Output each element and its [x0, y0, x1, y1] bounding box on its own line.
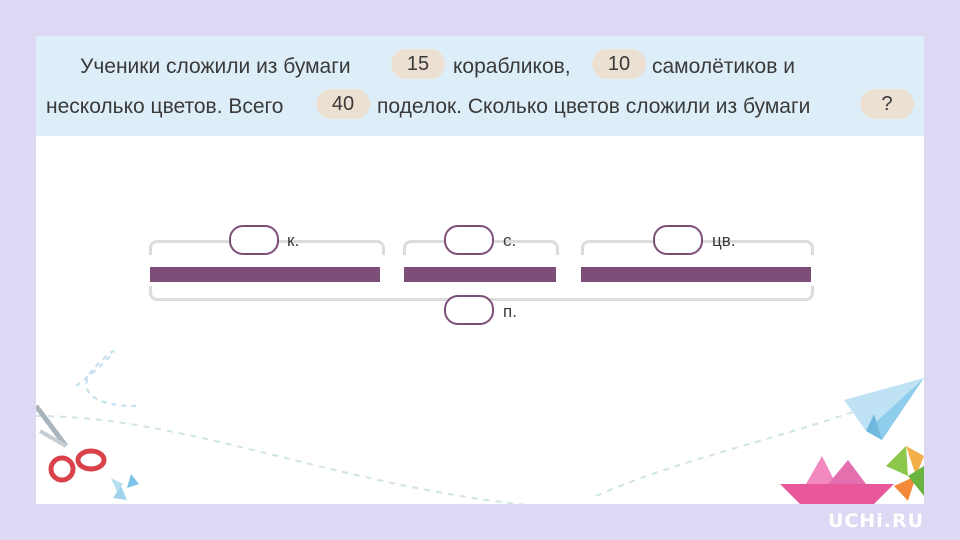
answer-box-ships[interactable] [229, 225, 279, 255]
task-line-2: несколько цветов. Всего 40 поделок. Скол… [36, 89, 924, 125]
question-pill: ? [860, 89, 914, 119]
decoration-layer [36, 350, 924, 504]
label-planes: с. [503, 231, 517, 250]
paper-flower-icon [111, 474, 139, 500]
value-pill-total: 40 [316, 89, 370, 119]
answer-box-total[interactable] [444, 295, 494, 325]
dashed-path-decoration [36, 415, 528, 504]
task-text: корабликов, [453, 55, 571, 78]
task-text: самолётиков и [652, 55, 795, 78]
answer-box-planes[interactable] [444, 225, 494, 255]
label-ships: к. [287, 231, 300, 250]
answer-box-flowers[interactable] [653, 225, 703, 255]
dashed-loop-decoration [75, 350, 137, 407]
label-total: п. [503, 302, 517, 321]
value-pill-ships: 15 [391, 49, 445, 79]
scissors-icon [36, 404, 107, 483]
origami-flower-icon [886, 446, 924, 501]
task-text: Ученики сложили из бумаги [80, 55, 351, 78]
task-text: несколько цветов. Всего [46, 95, 284, 118]
paper-plane-icon [844, 378, 924, 440]
dashed-path-decoration [595, 395, 897, 497]
bar-planes [404, 267, 556, 282]
brand-logo: UCHi.RU [827, 510, 924, 532]
task-panel: Ученики сложили из бумаги 15 корабликов,… [36, 36, 924, 136]
bar-ships [150, 267, 380, 282]
bar-flowers [581, 267, 811, 282]
slide: Ученики сложили из бумаги 15 корабликов,… [36, 36, 924, 504]
paper-boat-icon [780, 456, 894, 504]
task-line-1: Ученики сложили из бумаги 15 корабликов,… [36, 49, 924, 85]
value-pill-planes: 10 [592, 49, 646, 79]
task-text: поделок. Сколько цветов сложили из бумаг… [377, 95, 811, 118]
label-flowers: цв. [712, 231, 736, 250]
